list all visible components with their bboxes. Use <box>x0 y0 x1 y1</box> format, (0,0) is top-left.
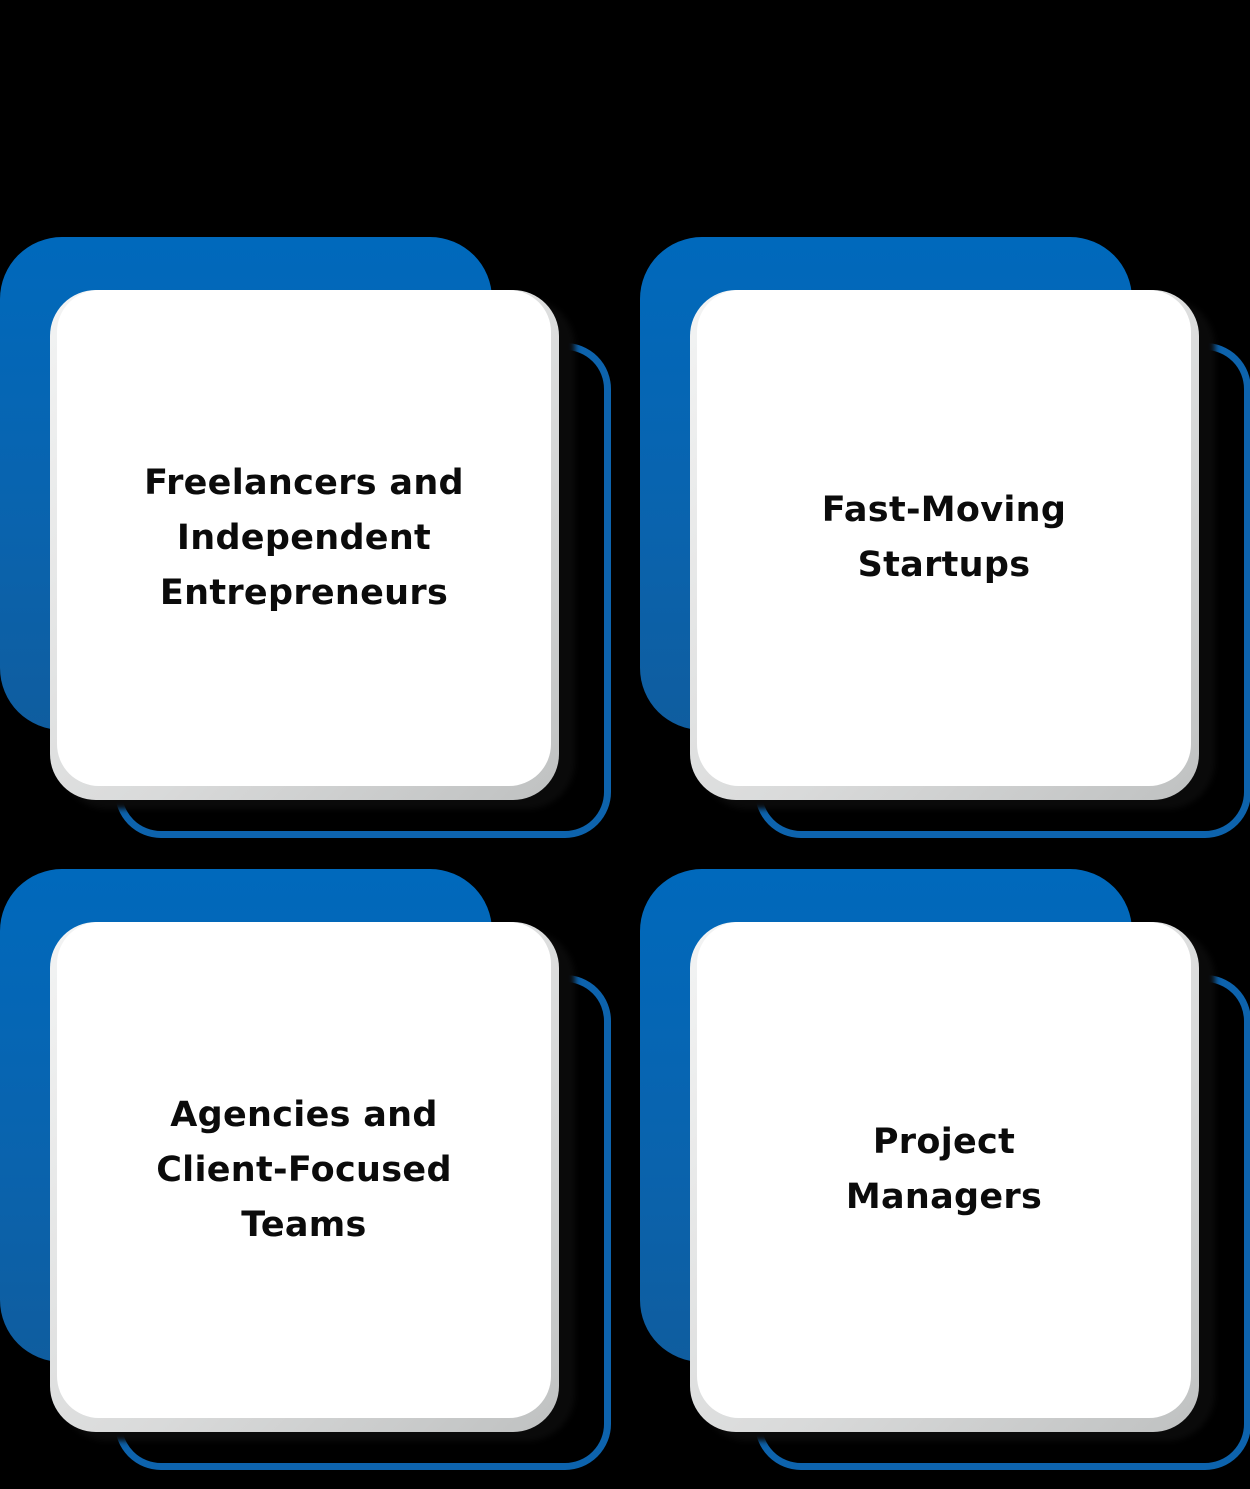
audience-card-label: Agencies and Client-Focused Teams <box>156 1094 452 1245</box>
audience-card: Freelancers and Independent Entrepreneur… <box>57 290 551 786</box>
audience-tile-project-managers: Project Managers <box>640 869 1250 1489</box>
audience-tile-agencies: Agencies and Client-Focused Teams <box>0 869 625 1489</box>
audience-card-label: Project Managers <box>845 1122 1043 1217</box>
audience-card: Fast-Moving Startups <box>697 290 1191 786</box>
audience-card: Project Managers <box>697 922 1191 1418</box>
audience-card-label: Fast-Moving Startups <box>821 490 1067 585</box>
audience-card-label: Freelancers and Independent Entrepreneur… <box>144 462 464 613</box>
audience-card: Agencies and Client-Focused Teams <box>57 922 551 1418</box>
audience-tile-startups: Fast-Moving Startups <box>640 237 1250 857</box>
audience-tile-freelancers: Freelancers and Independent Entrepreneur… <box>0 237 625 857</box>
